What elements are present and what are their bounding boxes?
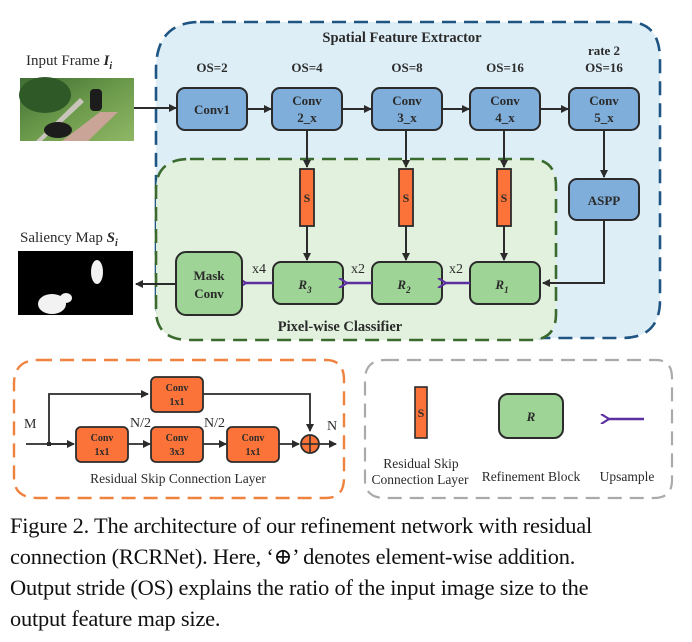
legend-skip-glyph-label: S	[418, 406, 425, 420]
legend-refine-label: Refinement Block	[482, 469, 581, 484]
residual-mid-label-2: N/2	[204, 416, 225, 431]
refinement-block-1	[469, 261, 541, 305]
pixel-wise-classifier: Pixel-wise Classifier	[154, 157, 558, 342]
saliency-map-label: Saliency Map Si	[20, 230, 118, 249]
legend-skip-label-line2: Connection Layer	[371, 472, 469, 487]
saliency-map-image	[18, 251, 133, 315]
caption-line: Output stride (OS) explains the ratio of…	[10, 575, 589, 600]
refinement-block-label: R1	[494, 277, 508, 295]
flow-arrow	[48, 390, 149, 444]
conv-block-label: Conv1	[194, 102, 230, 117]
skip-connection-label: S	[304, 191, 311, 205]
legend-refine-glyph-label: R	[526, 409, 536, 424]
figure-caption: Figure 2. The architecture of our refine…	[10, 510, 686, 634]
conv-block-sublabel: 4_x	[495, 110, 515, 125]
refinement-block-label: R3	[297, 277, 312, 295]
output-stride-label: OS=8	[391, 60, 423, 75]
residual-skip-panel: M N N/2 N/2 Conv 1x1 Conv1x1Conv3x3Conv1…	[12, 358, 346, 500]
input-frame-image	[19, 77, 134, 141]
skip-connection-label: S	[403, 191, 410, 205]
residual-input-label: M	[24, 417, 37, 432]
flow-arrow	[542, 220, 605, 287]
input-frame-label: Input Frame Ii	[26, 53, 112, 72]
classifier-region	[154, 157, 558, 342]
aspp-label: ASPP	[588, 193, 621, 208]
refinement-block-label: R2	[396, 277, 411, 295]
top-conv-label-line2: 1x1	[170, 397, 185, 408]
caption-line: Figure 2. The architecture of our refine…	[10, 513, 593, 538]
residual-conv-sublabel: 1x1	[246, 447, 261, 458]
mask-conv-block	[175, 251, 243, 316]
legend-skip-glyph	[414, 386, 428, 439]
upsample-factor-label: x2	[449, 262, 463, 277]
saliency-map: Saliency Map Si	[18, 230, 133, 315]
residual-conv-label: Conv	[166, 433, 189, 444]
flow-arrow	[203, 393, 314, 432]
dilation-rate-label: rate 2	[588, 43, 620, 58]
architecture-diagram: Spatial Feature Extractor Pixel-wise Cla…	[12, 20, 674, 500]
legend-refine-glyph	[498, 393, 564, 439]
residual-conv-sublabel: 1x1	[95, 447, 110, 458]
conv-block-label: Conv	[392, 93, 422, 108]
output-stride-label: OS=16	[486, 60, 524, 75]
caption-line: output feature map size.	[10, 606, 221, 631]
conv-block-sublabel: 3_x	[397, 110, 417, 125]
legend-region	[363, 358, 674, 500]
upsample-factor-label: x4	[252, 262, 266, 277]
mask-conv-label-line1: Mask	[193, 268, 225, 283]
residual-skip-region	[12, 358, 346, 500]
residual-mid-label-1: N/2	[130, 416, 151, 431]
output-stride-label: OS=16	[585, 60, 623, 75]
top-conv-label-line1: Conv	[166, 383, 189, 394]
residual-panel-title: Residual Skip Connection Layer	[90, 471, 266, 486]
mask-conv-label-line2: Conv	[194, 286, 224, 301]
conv-block-sublabel: 5_x	[594, 110, 614, 125]
residual-conv-label: Conv	[242, 433, 265, 444]
caption-line: connection (RCRNet). Here, ‘⊕’ denotes e…	[10, 544, 576, 569]
conv-block-label: Conv	[589, 93, 619, 108]
legend-upsample-label: Upsample	[600, 469, 655, 484]
legend-panel: S Residual Skip Connection Layer R Refin…	[363, 358, 674, 500]
conv-block-label: Conv	[490, 93, 520, 108]
upsample-factor-label: x2	[351, 262, 365, 277]
input-frame: Input Frame Ii	[19, 53, 134, 141]
legend-skip-label-line1: Residual Skip	[383, 456, 459, 471]
residual-convs: Conv 1x1 Conv 3x3 Conv 1x1	[75, 426, 300, 463]
conv-block-sublabel: 2_x	[297, 110, 317, 125]
skip-connection-label: S	[501, 191, 508, 205]
refinement-block-2	[371, 261, 443, 305]
output-stride-label: OS=2	[196, 60, 227, 75]
residual-conv-sublabel: 3x3	[170, 447, 185, 458]
conv-block-label: Conv	[292, 93, 322, 108]
residual-conv-label: Conv	[91, 433, 114, 444]
output-stride-label: OS=4	[291, 60, 323, 75]
refinement-block-3	[272, 261, 344, 305]
classifier-title: Pixel-wise Classifier	[278, 319, 403, 335]
extractor-title: Spatial Feature Extractor	[322, 30, 482, 46]
residual-output-label: N	[327, 419, 337, 434]
